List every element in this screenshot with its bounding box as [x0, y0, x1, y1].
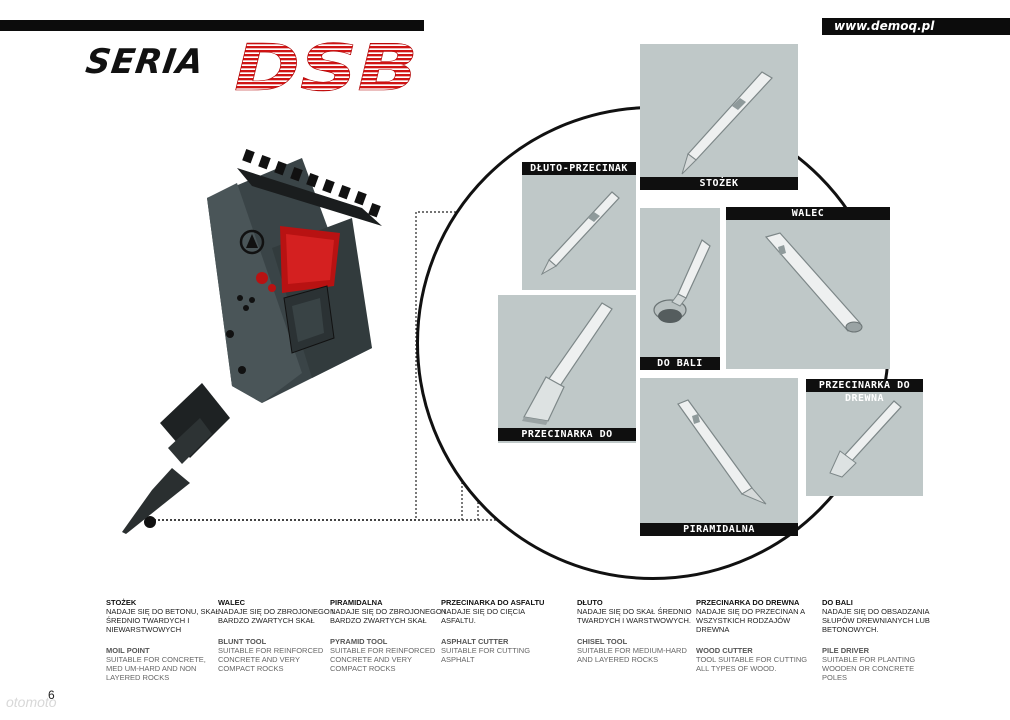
tile-walec-label: WALEC: [726, 207, 890, 220]
watermark: otomoto: [6, 694, 57, 710]
tile-walec[interactable]: WALEC: [726, 207, 890, 369]
pyramid-tool-image: [677, 399, 767, 505]
tile-do-bali-label: DO BALI: [640, 357, 720, 370]
spec-stozek: STOŻEK NADAJE SIĘ DO BETONU, SKAŁ ŚREDNI…: [106, 598, 224, 682]
spec-en-title: WOOD CUTTER: [696, 646, 753, 655]
header-rule: [0, 20, 424, 31]
spec-en-desc: SUITABLE FOR PLANTING WOODEN OR CONCRETE…: [822, 655, 916, 682]
spec-en-desc: TOOL SUITABLE FOR CUTTING ALL TYPES OF W…: [696, 655, 808, 673]
chisel-tool-image: [540, 191, 620, 276]
spec-piramidalna: PIRAMIDALNA NADAJE SIĘ DO ZBROJONEGO I B…: [330, 598, 448, 673]
spec-en-desc: SUITABLE FOR CONCRETE, MED UM-HARD AND N…: [106, 655, 206, 682]
blunt-tool-image: [764, 232, 863, 333]
series-title: SERIA: [83, 42, 207, 82]
spec-en-title: PILE DRIVER: [822, 646, 870, 655]
spec-en-desc: SUITABLE FOR REINFORCED CONCRETE AND VER…: [218, 646, 324, 673]
spec-pl-desc: NADAJE SIĘ DO PRZECINAN A WSZYSTKICH ROD…: [696, 607, 805, 634]
spec-pl-title: PRZECINARKA DO DREWNA: [696, 598, 800, 607]
tile-do-bali[interactable]: DO BALI: [640, 208, 720, 370]
spec-pl-desc: NADAJE SIĘ DO BETONU, SKAŁ ŚREDNIO TWARD…: [106, 607, 220, 634]
moil-point-tool-image: [681, 71, 773, 175]
tile-dluto[interactable]: DŁUTO-PRZECINAK: [522, 162, 636, 290]
pile-driver-tool-image: [653, 239, 711, 323]
spec-pl-title: DŁUTO: [577, 598, 603, 607]
spec-pl-title: WALEC: [218, 598, 246, 607]
spec-do-bali: DO BALI NADAJE SIĘ DO OBSADZANIA SŁUPÓW …: [822, 598, 940, 682]
tile-asfalt-label: PRZECINARKA DO ASFALTU: [498, 428, 636, 443]
tile-piramidalna-label: PIRAMIDALNA: [640, 523, 798, 536]
tile-stozek-label: STOŻEK: [640, 177, 798, 190]
spec-pl-desc: NADAJE SIĘ DO CIĘCIA ASFALTU.: [441, 607, 525, 625]
spec-walec: WALEC NADAJE SIĘ DO ZBROJONEGO I BARDZO …: [218, 598, 336, 673]
asphalt-cutter-tool-image: [522, 302, 613, 425]
spec-en-title: CHISEL TOOL: [577, 637, 628, 646]
tile-piramidalna[interactable]: PIRAMIDALNA: [640, 378, 798, 536]
page-number: 6: [48, 688, 55, 702]
tile-dluto-label: DŁUTO-PRZECINAK: [522, 162, 636, 175]
tile-asfalt[interactable]: PRZECINARKA DO ASFALTU: [498, 295, 636, 443]
website-url[interactable]: www.demoq.pl: [822, 18, 1010, 35]
spec-en-title: MOIL POINT: [106, 646, 150, 655]
spec-dluto: DŁUTO NADAJE SIĘ DO SKAŁ ŚREDNIO TWARDYC…: [577, 598, 695, 664]
spec-pl-title: PIRAMIDALNA: [330, 598, 383, 607]
spec-pl-desc: NADAJE SIĘ DO ZBROJONEGO I BARDZO ZWARTY…: [330, 607, 446, 625]
spec-en-desc: SUITABLE FOR REINFORCED CONCRETE AND VER…: [330, 646, 436, 673]
hydraulic-hammer-illustration: [122, 148, 382, 534]
dsb-logo-text: DSB: [234, 38, 418, 98]
spec-pl-title: STOŻEK: [106, 598, 137, 607]
spec-pl-desc: NADAJE SIĘ DO OBSADZANIA SŁUPÓW DREWNIAN…: [822, 607, 930, 634]
spec-pl-desc: NADAJE SIĘ DO SKAŁ ŚREDNIO TWARDYCH I WA…: [577, 607, 692, 625]
spec-pl-title: DO BALI: [822, 598, 853, 607]
tile-drewna[interactable]: PRZECINARKA DO DREWNA: [806, 379, 923, 496]
spec-pl-desc: NADAJE SIĘ DO ZBROJONEGO I BARDZO ZWARTY…: [218, 607, 334, 625]
spec-en-title: PYRAMID TOOL: [330, 637, 388, 646]
spec-drewna: PRZECINARKA DO DREWNA NADAJE SIĘ DO PRZE…: [696, 598, 814, 673]
wood-cutter-tool-image: [829, 400, 902, 478]
spec-asfalt: PRZECINARKA DO ASFALTU NADAJE SIĘ DO CIĘ…: [441, 598, 559, 664]
spec-en-title: BLUNT TOOL: [218, 637, 267, 646]
dsb-logo: DSB: [234, 38, 419, 98]
spec-en-desc: SUITABLE FOR CUTTING ASPHALT: [441, 646, 531, 664]
tile-stozek[interactable]: STOŻEK: [640, 44, 798, 190]
tile-drewna-label: PRZECINARKA DO DREWNA: [806, 379, 923, 404]
spec-en-desc: SUITABLE FOR MEDIUM-HARD AND LAYERED ROC…: [577, 646, 687, 664]
spec-pl-title: PRZECINARKA DO ASFALTU: [441, 598, 545, 607]
spec-en-title: ASPHALT CUTTER: [441, 637, 509, 646]
